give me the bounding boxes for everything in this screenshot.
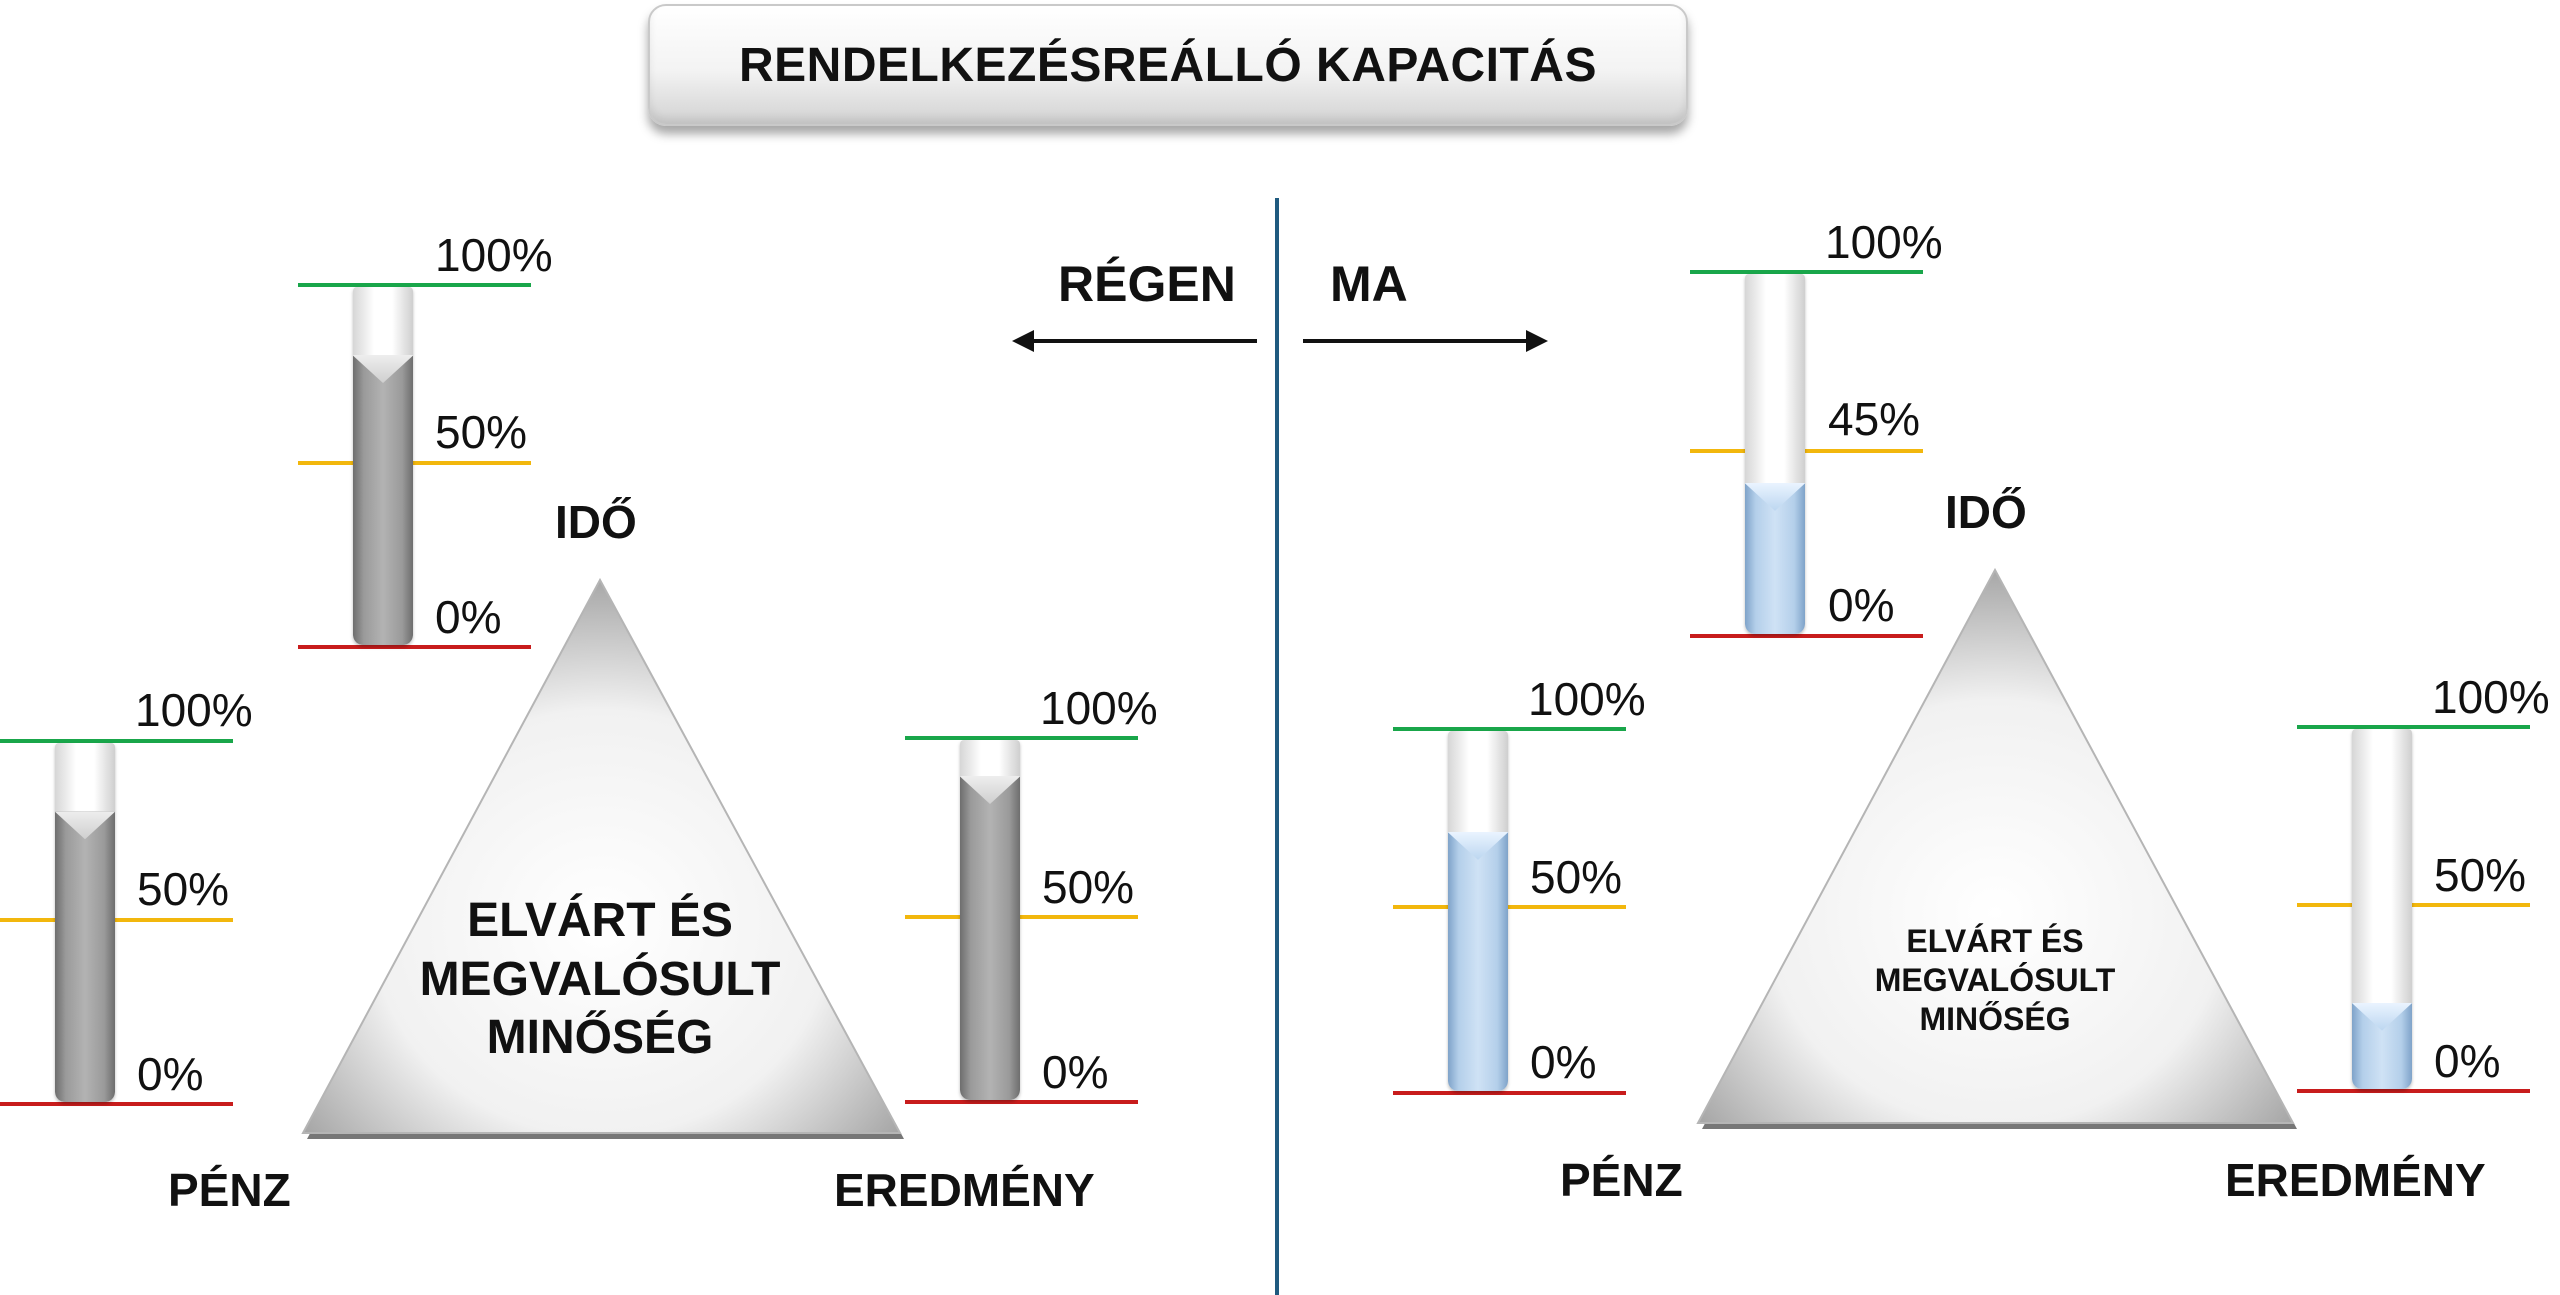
tube bbox=[353, 287, 413, 645]
present-center-line-2: MEGVALÓSULT bbox=[1874, 962, 2116, 999]
label-0: 0% bbox=[1828, 579, 1895, 631]
present-corner-ido: IDŐ bbox=[1945, 486, 2027, 538]
line-100 bbox=[298, 283, 531, 287]
tube-fill bbox=[960, 776, 1020, 1100]
past-corner-eredmeny: EREDMÉNY bbox=[834, 1164, 1095, 1216]
label-100: 100% bbox=[1825, 216, 1943, 268]
label-100: 100% bbox=[135, 684, 253, 736]
tube bbox=[1745, 274, 1805, 634]
label-mid: 50% bbox=[1042, 861, 1135, 913]
tube-fill bbox=[2352, 1002, 2412, 1089]
line-100 bbox=[905, 736, 1138, 740]
line-100 bbox=[1393, 727, 1626, 731]
tube-fill bbox=[1448, 831, 1508, 1091]
label-mid: 50% bbox=[2434, 849, 2527, 901]
line-mid bbox=[2297, 903, 2530, 907]
line-0 bbox=[0, 1102, 233, 1106]
past-corner-penz: PÉNZ bbox=[168, 1164, 291, 1216]
label-100: 100% bbox=[2432, 671, 2550, 723]
center-divider bbox=[1275, 198, 1279, 1295]
present-center-text: ELVÁRT ÉS MEGVALÓSULT MINŐSÉG bbox=[1835, 922, 2155, 1039]
present-center-line-3: MINŐSÉG bbox=[1919, 1001, 2071, 1038]
tube bbox=[2352, 729, 2412, 1089]
line-0 bbox=[2297, 1089, 2530, 1093]
era-past-label: RÉGEN bbox=[1058, 256, 1236, 312]
label-0: 0% bbox=[1042, 1046, 1109, 1098]
title-box: RENDELKEZÉSREÁLLÓ KAPACITÁS bbox=[648, 4, 1688, 126]
tube-fill bbox=[353, 355, 413, 645]
label-mid: 45% bbox=[1828, 393, 1921, 445]
tube bbox=[55, 743, 115, 1102]
line-mid bbox=[905, 915, 1138, 919]
arrow-left-icon bbox=[1012, 330, 1257, 352]
label-0: 0% bbox=[2434, 1035, 2501, 1087]
label-mid: 50% bbox=[1530, 851, 1623, 903]
label-100: 100% bbox=[1528, 673, 1646, 725]
present-center-line-1: ELVÁRT ÉS bbox=[1906, 923, 2084, 959]
tube-fill bbox=[55, 811, 115, 1102]
arrow-right-icon bbox=[1303, 330, 1548, 352]
past-triangle bbox=[301, 577, 904, 1139]
label-0: 0% bbox=[435, 591, 502, 643]
label-0: 0% bbox=[1530, 1036, 1597, 1088]
tube-fill bbox=[1745, 482, 1805, 634]
past-center-line-3: MINŐSÉG bbox=[486, 1011, 714, 1065]
line-mid bbox=[1690, 449, 1923, 453]
line-0 bbox=[1690, 634, 1923, 638]
present-corner-eredmeny: EREDMÉNY bbox=[2225, 1154, 2486, 1206]
label-mid: 50% bbox=[435, 406, 528, 458]
line-mid bbox=[298, 461, 531, 465]
label-0: 0% bbox=[137, 1048, 204, 1100]
present-corner-penz: PÉNZ bbox=[1560, 1154, 1683, 1206]
label-100: 100% bbox=[435, 229, 553, 281]
line-mid bbox=[1393, 905, 1626, 909]
past-center-text: ELVÁRT ÉS MEGVALÓSULT MINŐSÉG bbox=[395, 892, 805, 1068]
past-center-line-2: MEGVALÓSULT bbox=[419, 952, 781, 1006]
line-0 bbox=[1393, 1091, 1626, 1095]
era-present-label: MA bbox=[1330, 256, 1408, 312]
line-0 bbox=[298, 645, 531, 649]
line-0 bbox=[905, 1100, 1138, 1104]
past-center-line-1: ELVÁRT ÉS bbox=[467, 894, 733, 947]
present-triangle bbox=[1696, 567, 2297, 1129]
tube bbox=[960, 740, 1020, 1100]
label-100: 100% bbox=[1040, 682, 1158, 734]
line-100 bbox=[1690, 270, 1923, 274]
past-corner-ido: IDŐ bbox=[555, 496, 637, 548]
tube bbox=[1448, 731, 1508, 1091]
line-mid bbox=[0, 918, 233, 922]
line-100 bbox=[2297, 725, 2530, 729]
line-100 bbox=[0, 739, 233, 743]
page-title: RENDELKEZÉSREÁLLÓ KAPACITÁS bbox=[739, 38, 1597, 92]
label-mid: 50% bbox=[137, 863, 230, 915]
